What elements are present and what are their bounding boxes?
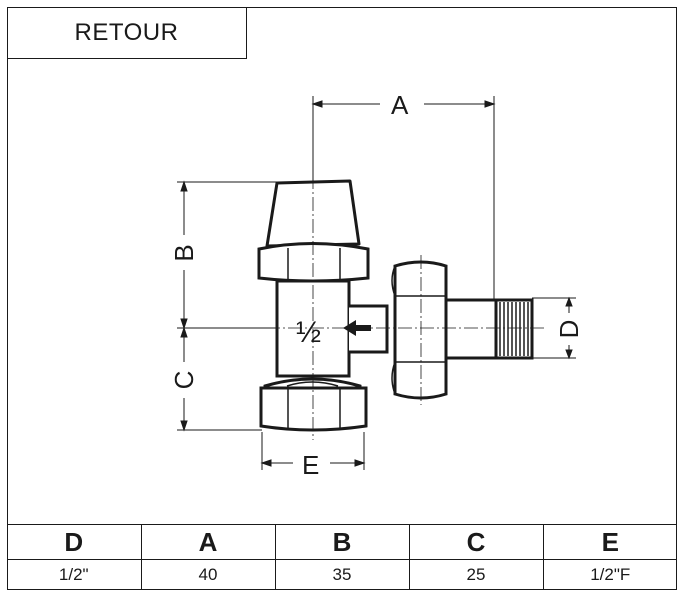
dimension-e — [260, 432, 366, 470]
flow-arrow-left-icon — [343, 320, 371, 336]
size-marking: ½ — [296, 316, 321, 349]
header-d: D — [7, 524, 141, 560]
valve-detail-lines — [286, 248, 529, 428]
dimension-a — [311, 96, 496, 300]
table-header-row: D A B C E — [7, 524, 677, 560]
header-a: A — [140, 524, 275, 560]
title-box: RETOUR — [7, 7, 247, 59]
header-c: C — [408, 524, 543, 560]
dim-label-e: E — [302, 450, 319, 480]
valve-body — [257, 179, 534, 432]
value-b: 35 — [274, 559, 409, 590]
dim-label-b: B — [169, 244, 199, 261]
dim-label-d: D — [554, 320, 584, 339]
centre-lines — [266, 175, 545, 440]
page-title: RETOUR — [74, 18, 179, 46]
dim-label-c: C — [169, 371, 199, 390]
header-e: E — [542, 524, 677, 560]
value-c: 25 — [408, 559, 543, 590]
value-a: 40 — [140, 559, 275, 590]
dimension-d — [532, 296, 576, 360]
dimension-c — [177, 326, 262, 432]
dim-label-a: A — [391, 90, 409, 120]
dimensions-table: D A B C E 1/2" 40 35 25 1/2"F — [7, 524, 677, 590]
value-d: 1/2" — [7, 559, 141, 590]
table-row: 1/2" 40 35 25 1/2"F — [7, 559, 677, 590]
value-e: 1/2"F — [542, 559, 677, 590]
header-b: B — [274, 524, 409, 560]
